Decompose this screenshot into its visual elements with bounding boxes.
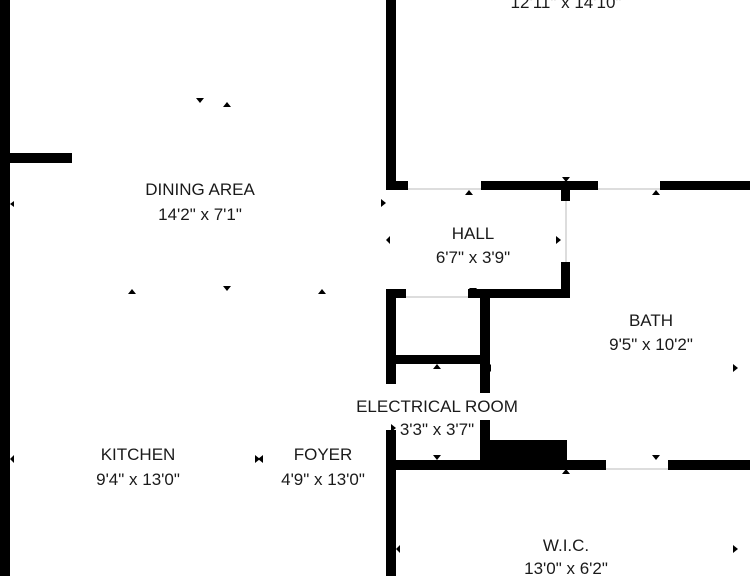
room-name: W.I.C. (542, 536, 590, 555)
marker (733, 364, 738, 372)
marker (465, 190, 473, 195)
marker (487, 364, 491, 372)
wall-center-vertical-b (386, 430, 396, 576)
marker (318, 289, 326, 294)
room-dimensions: 9'5" x 10'2" (609, 335, 693, 354)
wall-left-exterior (0, 0, 10, 576)
marker (391, 424, 396, 432)
marker (255, 455, 260, 463)
marker (733, 545, 738, 553)
marker (433, 364, 441, 369)
marker (386, 236, 390, 244)
wall-top-room-bottom-c (660, 181, 750, 190)
wall-wic-top-b (668, 460, 750, 470)
marker (562, 469, 570, 474)
marker (258, 455, 263, 463)
room-dimensions: 6'7" x 3'9" (435, 248, 511, 267)
wall-center-vertical-a (386, 289, 396, 384)
door-openings (406, 188, 668, 470)
marker (10, 201, 14, 207)
marker (196, 98, 204, 103)
marker (433, 455, 441, 460)
room-dimensions: 13'0" x 6'2" (524, 559, 608, 578)
wall-electrical-top (386, 355, 486, 364)
wall-top-room-left (386, 0, 396, 190)
wall-top-room-bottom-b (481, 181, 598, 190)
wall-left-stub (10, 153, 72, 163)
marker (556, 236, 561, 244)
marker (223, 102, 231, 107)
room-name: DINING AREA (145, 180, 255, 199)
room-name: KITCHEN (100, 445, 176, 464)
room-dimensions: 4'9" x 13'0" (281, 470, 365, 489)
wall-hall-right (561, 181, 570, 201)
marker (652, 455, 660, 460)
wall-hall-bottom-b (468, 289, 570, 298)
room-name: HALL (451, 224, 495, 243)
marker (652, 190, 660, 195)
room-name: FOYER (293, 445, 353, 464)
marker (396, 545, 400, 553)
room-dimensions: 14'2" x 7'1" (158, 205, 242, 224)
room-dimensions: 9'4" x 13'0" (96, 470, 180, 489)
marker (381, 199, 386, 207)
wall-electrical-right-b (480, 420, 490, 470)
marker (223, 286, 231, 291)
marker (10, 455, 14, 463)
marker (481, 424, 486, 432)
marker (562, 177, 570, 182)
room-dimensions: 12'11" x 14'10" (510, 0, 622, 12)
wall-electrical-right-a (480, 289, 490, 393)
marker (469, 288, 477, 293)
room-name: ELECTRICAL ROOM (356, 397, 518, 416)
room-dimensions: 3'3" x 3'7" (399, 420, 475, 439)
wall-top-room-bottom-a (386, 181, 408, 190)
marker (128, 289, 136, 294)
wall-hall-right-lower (561, 262, 570, 298)
room-name: BATH (628, 311, 674, 330)
wall-block (490, 440, 567, 470)
dimension-markers (10, 98, 738, 553)
